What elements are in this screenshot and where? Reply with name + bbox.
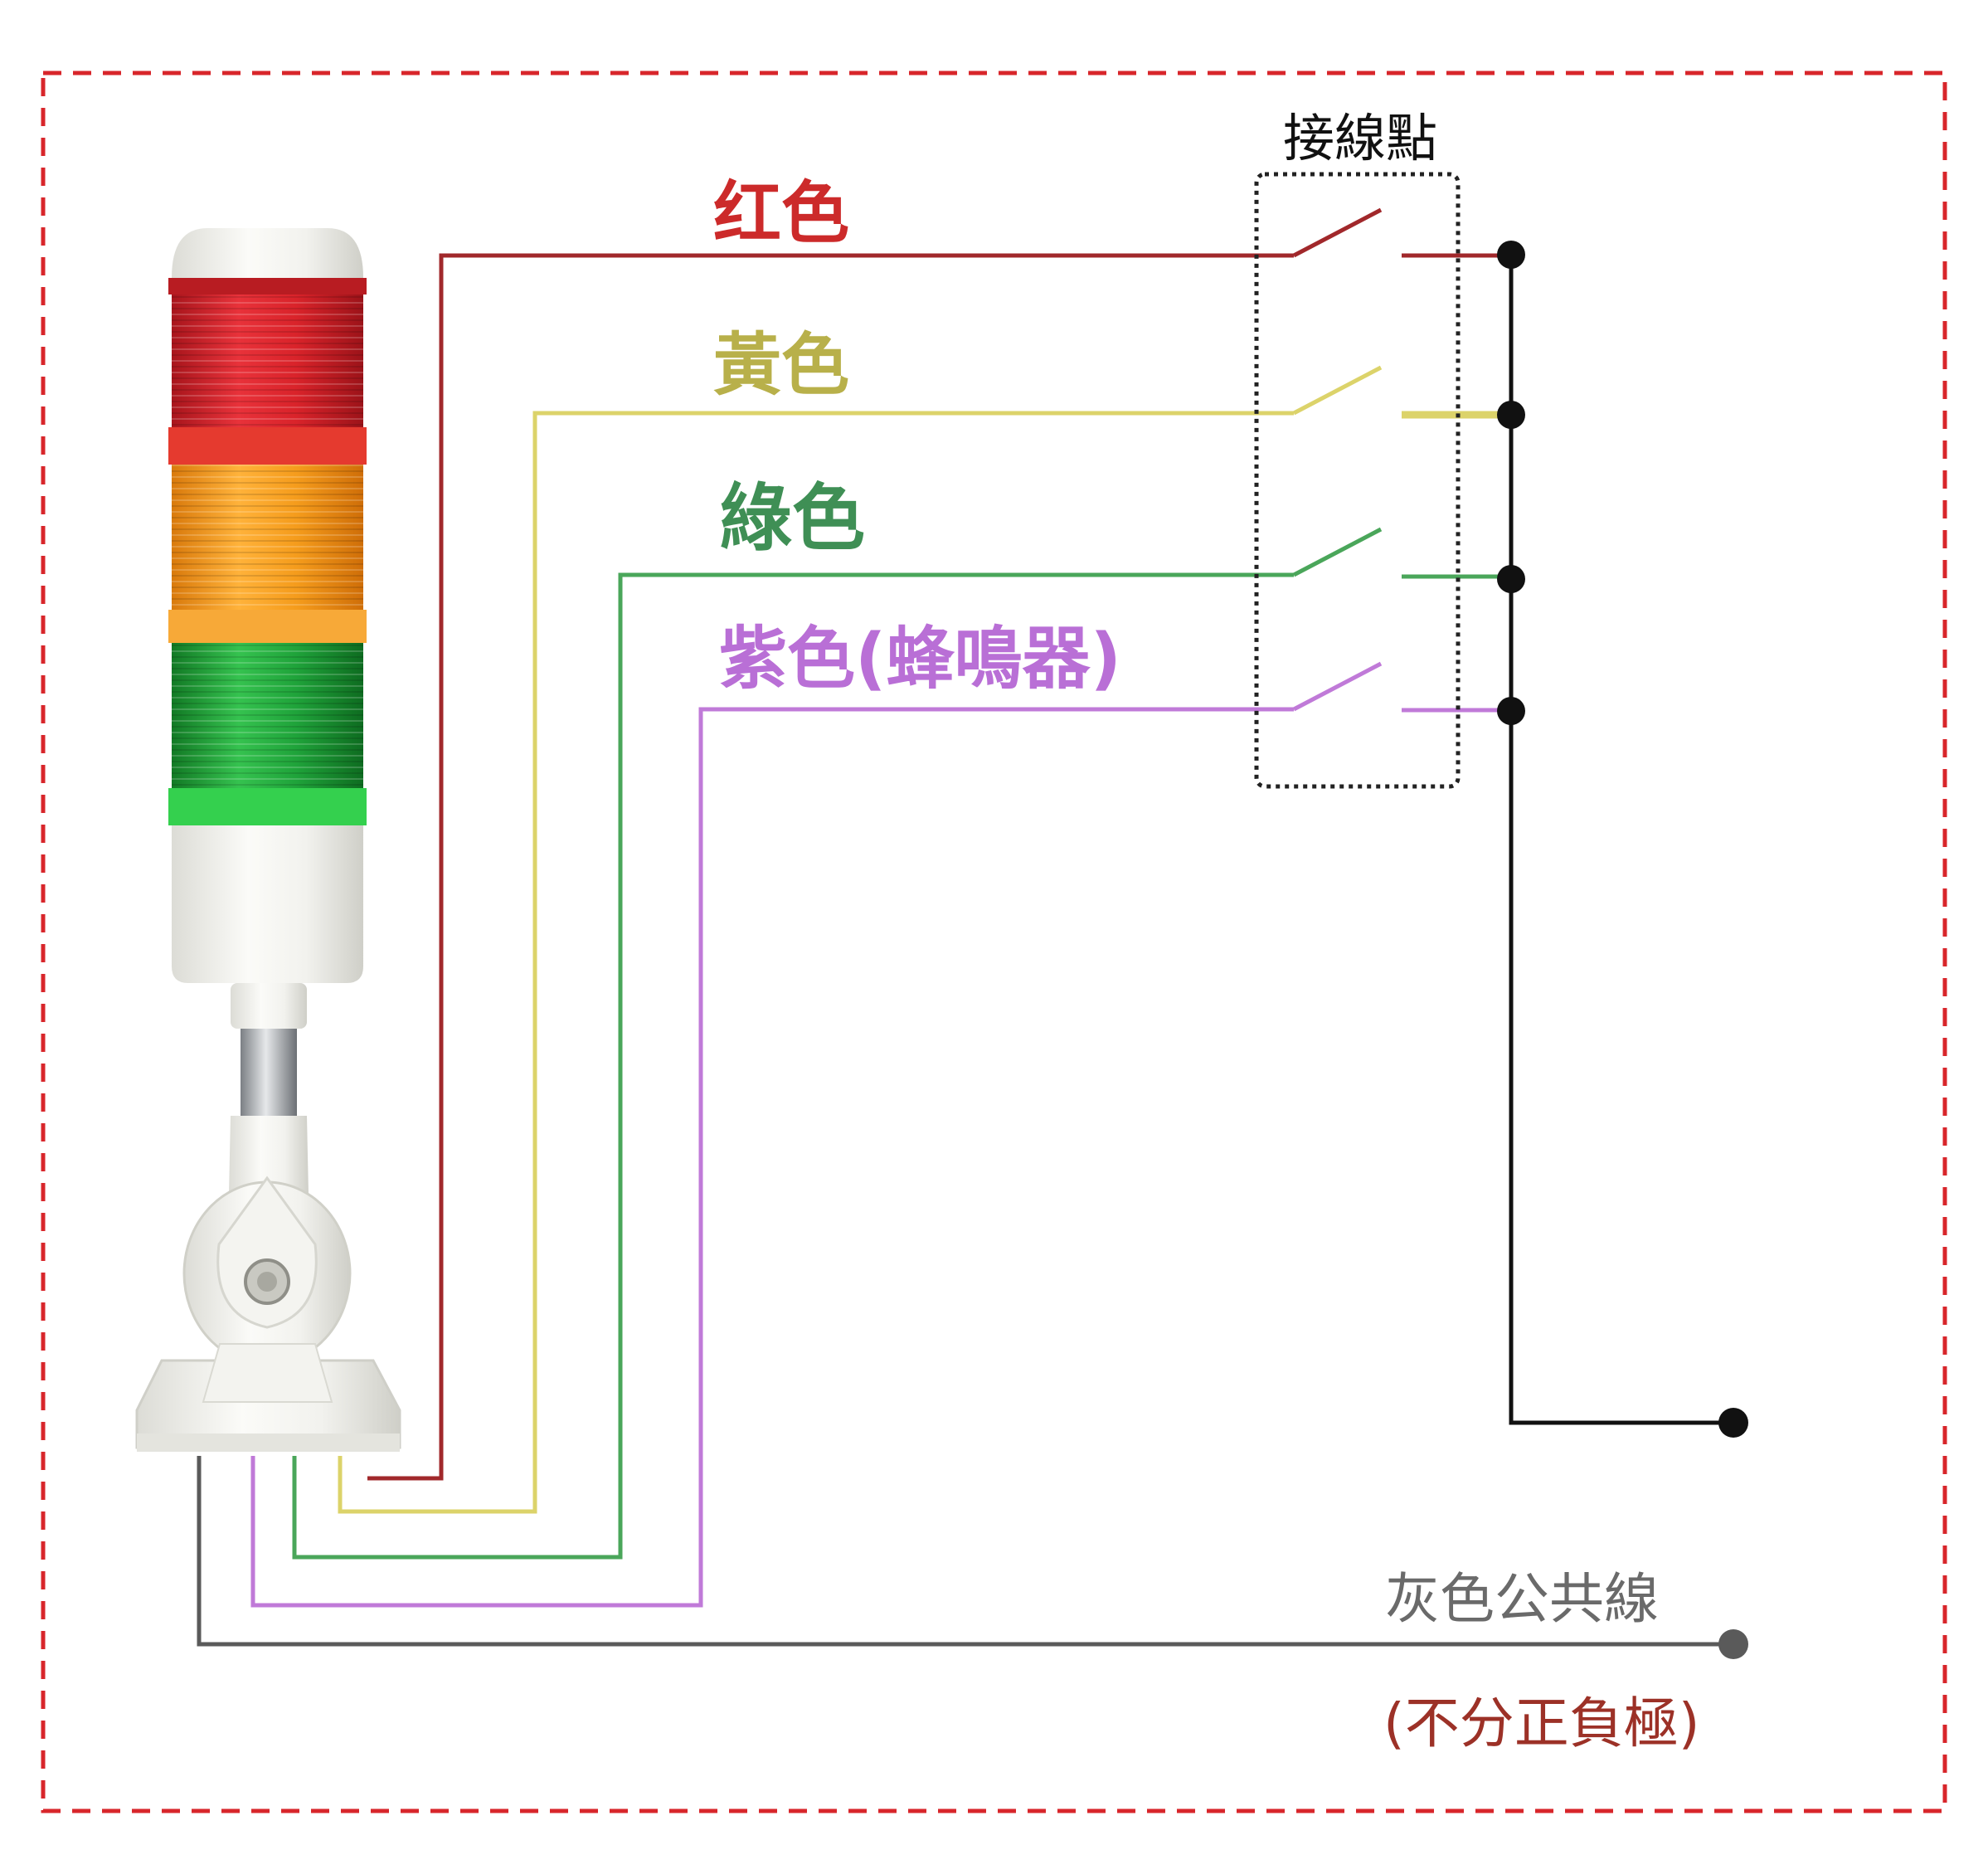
contact-point-box [1254, 172, 1461, 789]
purple-switch-arm [1292, 661, 1383, 712]
yellow-switch-arm [1292, 365, 1383, 416]
gray-common-terminal-dot [1718, 1629, 1748, 1659]
red-label: 红色 [713, 174, 849, 253]
purple-wire [250, 707, 1294, 1608]
yellow-wire [338, 411, 1294, 1514]
mounting-pole [241, 1029, 297, 1116]
green-terminal-dot [1497, 565, 1525, 593]
purple-label: 紫色(蜂鳴器) [719, 620, 1121, 698]
tower-lower-body [172, 825, 363, 983]
bus-end-terminal-dot [1718, 1408, 1748, 1438]
red-wire [367, 253, 1294, 1481]
switch-contacts [1292, 207, 1509, 713]
green-label: 綠色 [719, 475, 865, 561]
yellow-terminal-dot [1497, 401, 1525, 429]
tower-top-cap [172, 228, 363, 278]
polarity-note: (不分正負極) [1383, 1691, 1700, 1755]
gray-common-wire [197, 1456, 1733, 1647]
red-terminal-dot [1497, 241, 1525, 269]
purple-terminal-dot [1497, 697, 1525, 725]
contact-point-label: 接線點 [1283, 108, 1437, 168]
yellow-label: 黃色 [713, 326, 849, 405]
tower-light-image [135, 228, 401, 1452]
green-wire [292, 572, 1294, 1560]
green-switch-arm [1292, 527, 1383, 577]
common-bus [1509, 253, 1733, 1425]
gray-common-label: 灰色公共線 [1385, 1567, 1659, 1631]
red-switch-arm [1292, 207, 1383, 258]
wire-group [197, 253, 1733, 1647]
